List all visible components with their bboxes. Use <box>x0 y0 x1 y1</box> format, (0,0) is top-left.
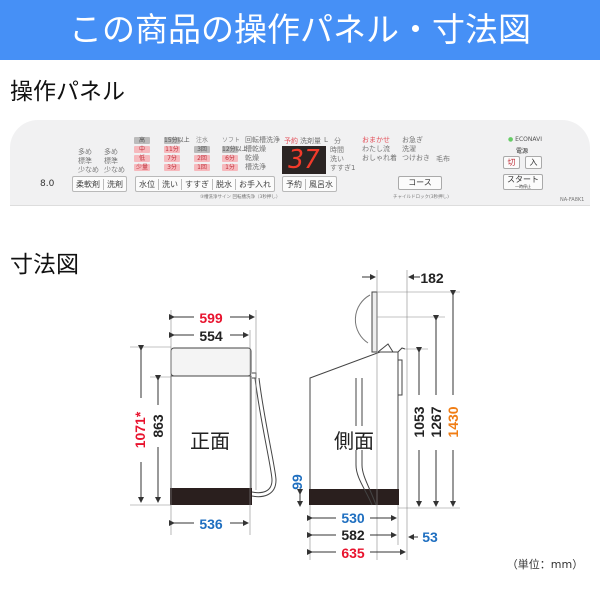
side-depth-base: 530 <box>341 510 365 526</box>
unit-note: （単位：mm） <box>507 557 583 571</box>
side-depth-total: 635 <box>341 545 365 561</box>
power-on-button[interactable]: 入 <box>525 156 542 169</box>
indicator-chip: 低 <box>134 155 150 162</box>
front-width-body: 554 <box>199 328 223 344</box>
detergent-amount-label: 洗剤量 <box>300 137 321 145</box>
minute-label: 分 <box>334 137 341 145</box>
side-body <box>309 351 399 491</box>
page-title: この商品の操作パネル・寸法図 <box>0 0 600 60</box>
side-view-label: 側面 <box>334 429 374 453</box>
indicator-chip: ソフト <box>222 137 241 144</box>
water-level-labels: 多め標準少なめ <box>78 148 99 174</box>
reserve-button[interactable]: 予約 <box>283 178 306 190</box>
reserve-bath-buttons[interactable]: 予約風呂水 <box>282 176 337 192</box>
side-height-open: 1430 <box>445 406 461 437</box>
indicator-chip: 1回 <box>194 164 210 171</box>
display-status-labels: 時間洗いすすぎ1 <box>330 146 356 172</box>
section-title-panel: 操作パネル <box>10 79 125 105</box>
side-hose <box>355 378 377 506</box>
care-sub-note: ③槽洗浄サイン 回転槽洗浄（3秒押し） <box>200 195 281 200</box>
course-labels-2: お急ぎ洗濯つけおき <box>402 136 430 162</box>
side-height-lid: 1267 <box>428 406 444 437</box>
front-base <box>170 488 252 505</box>
care-labels: 回転槽洗浄槽乾燥乾燥槽洗浄 <box>245 136 280 171</box>
indicator-chip: 12分以上 <box>222 146 248 153</box>
front-view-label: 正面 <box>190 429 230 453</box>
course-labels-1: おまかせわたし流おしゃれ着 <box>362 136 397 162</box>
hose <box>251 372 273 494</box>
indicator-chip: 中 <box>134 146 150 153</box>
child-lock-note: チャイルドロック(3秒押し) <box>393 195 449 200</box>
side-lid-offset: 182 <box>420 270 444 286</box>
indicator-chip: 3分 <box>164 164 180 171</box>
wash-button[interactable]: 洗い <box>159 178 182 190</box>
care-button[interactable]: お手入れ <box>239 179 271 189</box>
indicator-chip: 7分 <box>164 155 180 162</box>
front-height-body: 863 <box>150 414 166 438</box>
model-number: NA-FA8K1 <box>560 197 585 203</box>
econavi-label: ● ECONAVI <box>508 136 542 143</box>
softener-level-labels: 多め標準少なめ <box>104 148 125 174</box>
side-base-height: 99 <box>289 474 305 490</box>
indicator-chip: 15分以上 <box>164 137 190 144</box>
indicator-chip: 注水 <box>195 137 208 144</box>
section-title-dimensions: 寸法図 <box>10 252 79 278</box>
econavi-icon: ● <box>508 136 514 143</box>
spin-button[interactable]: 脱水 <box>213 178 236 190</box>
softener-detergent-buttons[interactable]: 柔軟剤洗剤 <box>72 176 127 192</box>
front-body <box>170 375 252 490</box>
liter-label: L <box>324 136 328 144</box>
side-depth-body: 582 <box>341 527 365 543</box>
start-button[interactable]: スタート一時停止 <box>503 174 543 190</box>
indicator-chip: 6分 <box>222 155 238 162</box>
indicator-chip: 2回 <box>194 155 210 162</box>
detergent-button[interactable]: 洗剤 <box>107 179 123 189</box>
water-level-button[interactable]: 水位 <box>136 178 159 190</box>
indicator-chip: 高 <box>134 137 150 144</box>
rinse-button[interactable]: すすぎ <box>182 178 213 190</box>
front-view <box>130 310 277 535</box>
indicator-chip: 1分 <box>222 164 238 171</box>
power-off-button[interactable]: 切 <box>503 156 520 169</box>
indicator-chip: 3回 <box>194 146 210 153</box>
digital-display: 37 <box>282 146 326 174</box>
side-rear-gap: 53 <box>422 529 438 545</box>
course-label-blanket: 毛布 <box>436 155 450 163</box>
front-height-total: 1071* <box>132 411 148 448</box>
power-label: 電源 <box>516 148 529 155</box>
front-lid <box>170 347 252 377</box>
reserve-indicator: 予約 <box>284 137 298 145</box>
open-lid <box>371 291 378 353</box>
indicator-chip: 少量 <box>134 164 150 171</box>
front-width-base: 536 <box>199 516 223 532</box>
capacity-label: 8.0 <box>40 179 55 189</box>
indicator-chip: 11分 <box>164 146 180 153</box>
setting-buttons[interactable]: 水位洗いすすぎ脱水お手入れ <box>135 176 275 192</box>
bath-water-button[interactable]: 風呂水 <box>309 179 333 189</box>
side-base <box>309 489 399 505</box>
side-height-body: 1053 <box>411 406 427 437</box>
front-width-total: 599 <box>199 310 223 326</box>
softener-button[interactable]: 柔軟剤 <box>73 178 104 190</box>
course-button[interactable]: コース <box>398 176 442 190</box>
